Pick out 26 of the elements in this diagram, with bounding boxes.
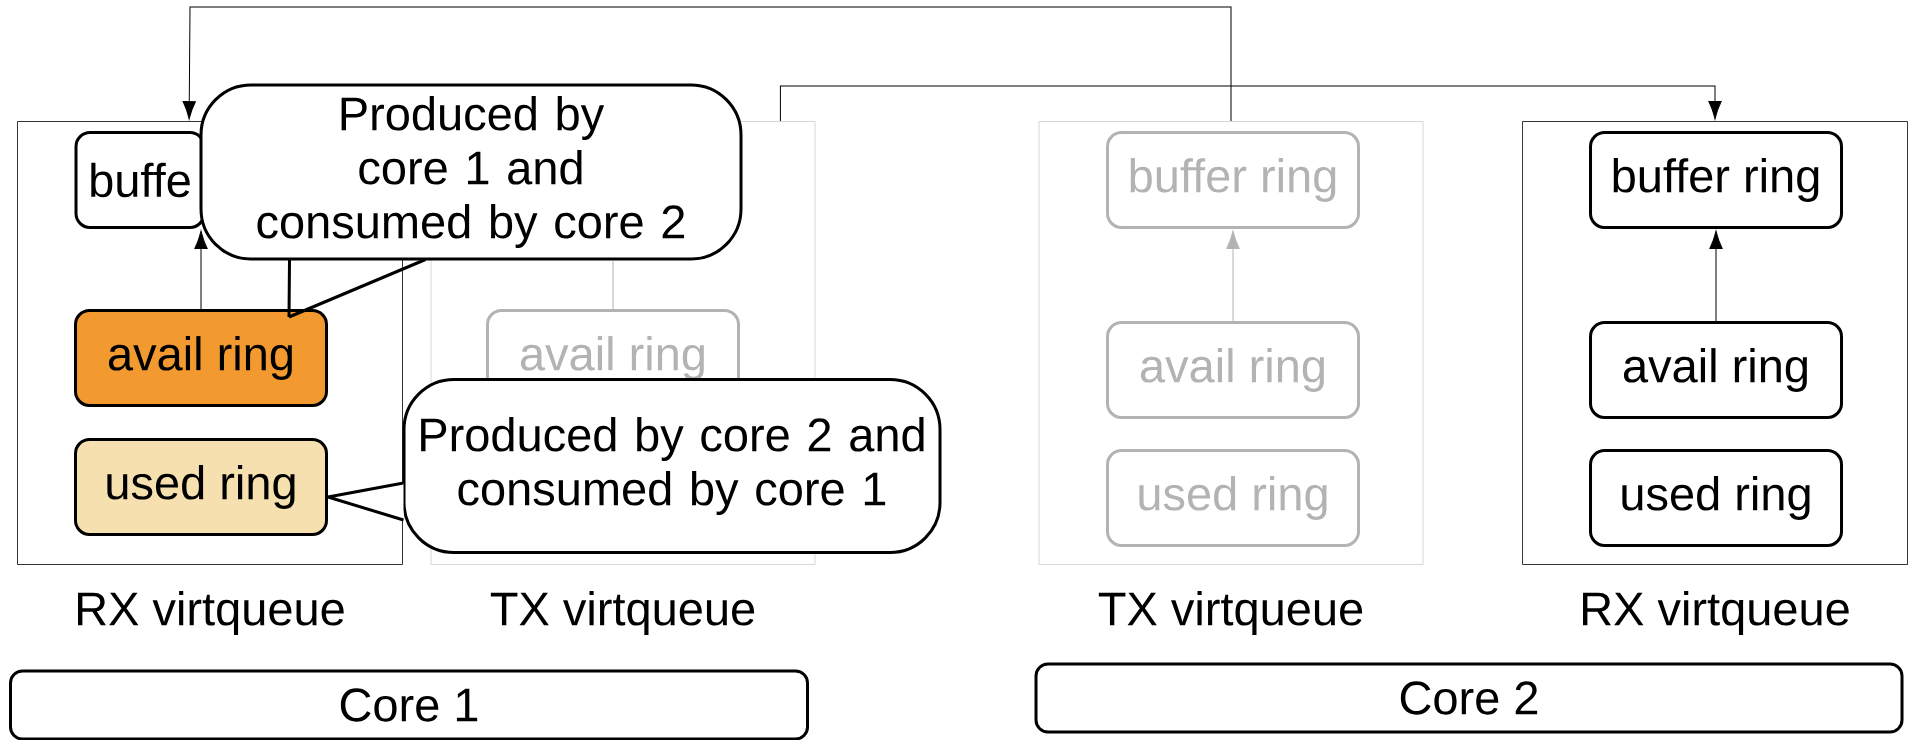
arrow — [779, 85, 1722, 122]
ring-box: used ring — [74, 438, 328, 536]
callout-pointer — [326, 481, 405, 522]
core-box: Core 2 — [1034, 662, 1904, 734]
ring-box: avail ring — [1106, 321, 1360, 419]
queue-label: TX virtqueue — [1098, 591, 1363, 635]
core-box: Core 1 — [9, 669, 809, 740]
arrow — [182, 6, 1232, 122]
ring-box: avail ring — [1589, 321, 1843, 419]
queue-label: RX virtqueue — [1583, 591, 1849, 635]
speech-bubble: Produced by core 2 and consumed by core 1 — [402, 378, 942, 554]
queue-label: TX virtqueue — [490, 591, 755, 635]
ring-box: buffer ring — [1589, 131, 1843, 229]
queue-label: RX virtqueue — [78, 591, 344, 635]
arrow — [194, 230, 208, 310]
arrow — [1226, 230, 1240, 322]
speech-bubble: Produced by core 1 and consumed by core 2 — [199, 83, 743, 261]
connector-line — [612, 260, 614, 310]
ring-box: buffe — [74, 131, 206, 229]
queue-frame — [1038, 121, 1424, 565]
ring-box: used ring — [1106, 449, 1360, 547]
ring-box: avail ring — [74, 309, 328, 407]
ring-box: buffer ring — [1106, 131, 1360, 229]
queue-frame — [1522, 121, 1908, 565]
ring-box: used ring — [1589, 449, 1843, 547]
arrow — [1709, 230, 1723, 322]
